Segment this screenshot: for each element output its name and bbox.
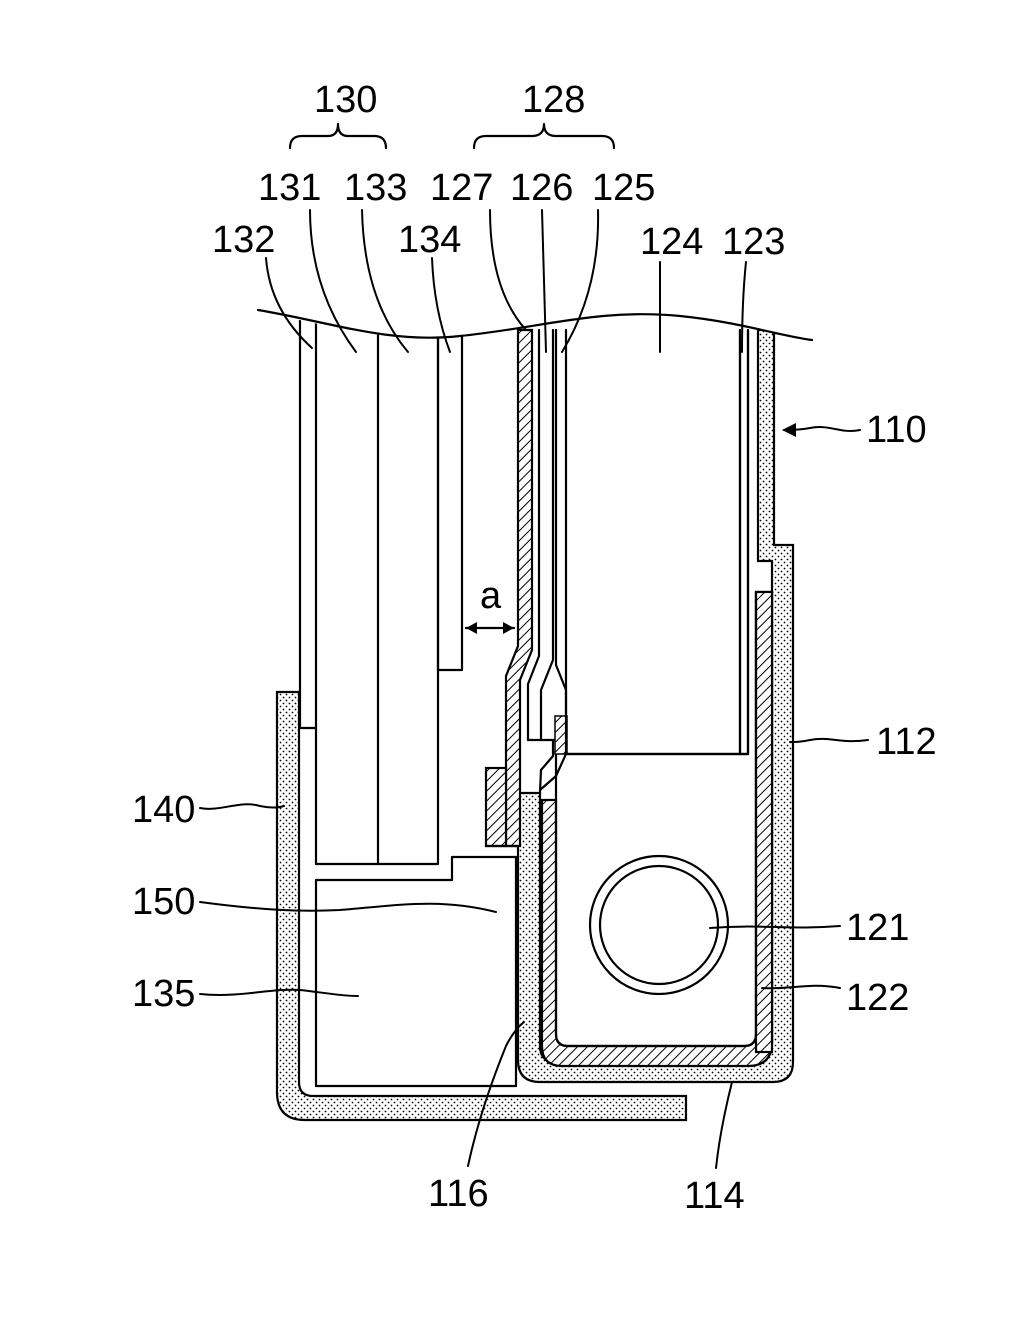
label-150: 150 [132, 881, 195, 923]
block-135 [316, 857, 516, 1086]
label-114: 114 [684, 1175, 745, 1217]
label-126: 126 [510, 167, 573, 209]
label-127: 127 [430, 167, 493, 209]
label-124: 124 [640, 221, 703, 263]
label-112: 112 [876, 721, 937, 763]
label-133: 133 [344, 167, 407, 209]
housing-122-right-wall [756, 592, 772, 1052]
label-121: 121 [846, 907, 909, 949]
label-a: a [480, 575, 502, 617]
label-123: 123 [722, 221, 785, 263]
brace-128 [474, 124, 614, 148]
cell-124 [566, 330, 740, 754]
label-131: 131 [258, 167, 321, 209]
label-132: 132 [212, 219, 275, 261]
block-hatched [486, 768, 506, 846]
brace-130 [290, 124, 386, 148]
label-110: 110 [866, 409, 927, 451]
layer-125 [541, 330, 553, 740]
label-122: 122 [846, 977, 909, 1019]
layer-132 [300, 318, 316, 728]
plate-127 [506, 330, 532, 846]
layer-123 [740, 330, 748, 754]
label-130: 130 [314, 79, 377, 121]
label-140: 140 [132, 789, 195, 831]
label-116: 116 [428, 1173, 489, 1215]
label-128: 128 [522, 79, 585, 121]
layer-134 [438, 330, 462, 670]
label-125: 125 [592, 167, 655, 209]
label-134: 134 [398, 219, 461, 261]
roller-121-inner [600, 866, 718, 984]
label-135: 135 [132, 973, 195, 1015]
